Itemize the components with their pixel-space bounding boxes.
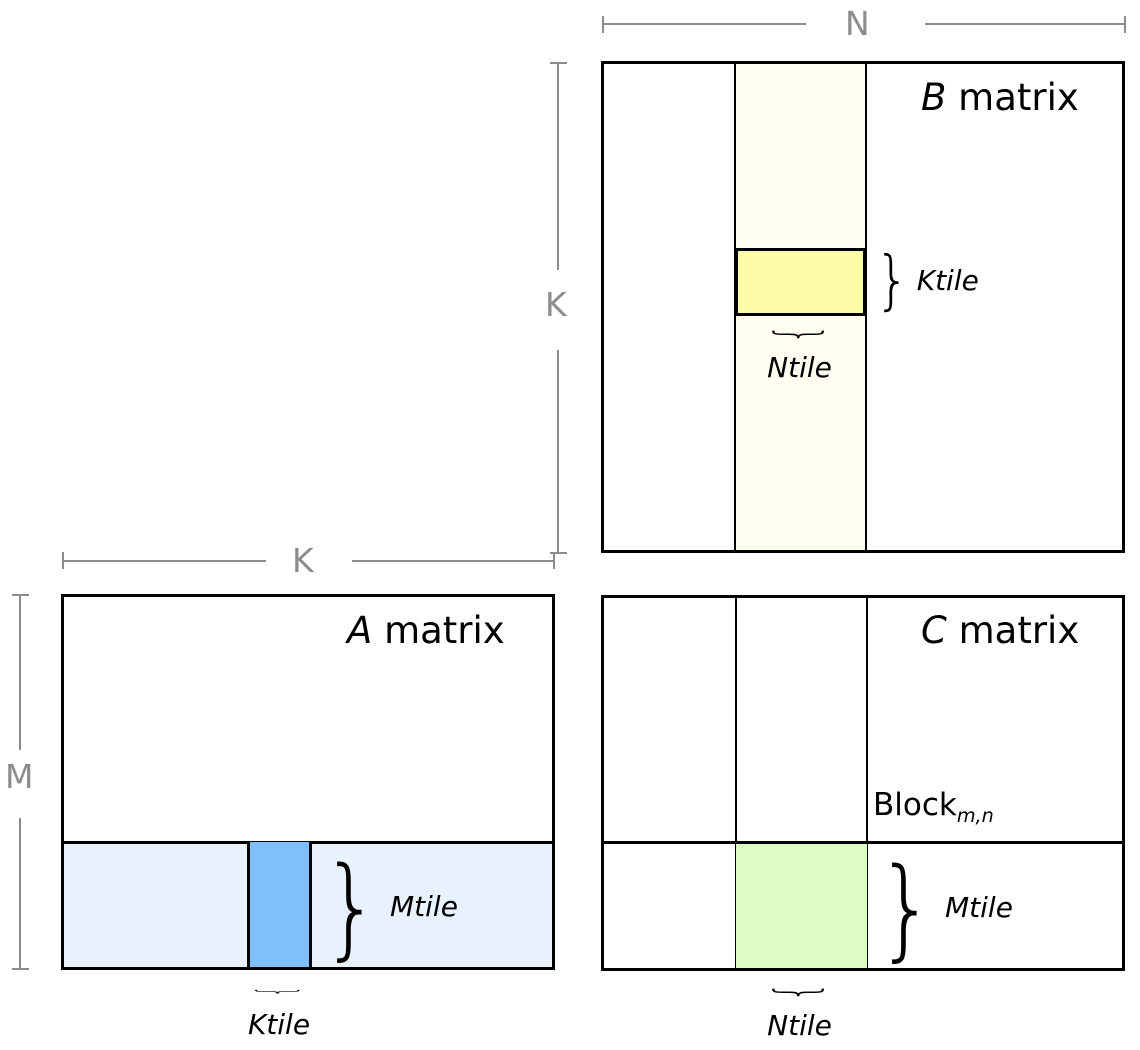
b-matrix-ktile-annotation: } Ktile: [872, 248, 979, 314]
n-dimension-line-left: [602, 23, 806, 25]
b-matrix-ktile-label: Ktile: [916, 264, 979, 297]
m-dimension-line-bottom: [19, 818, 21, 970]
c-matrix-name: C: [921, 609, 947, 652]
brace-icon: }: [876, 844, 936, 972]
k-horizontal-line-left: [62, 560, 266, 562]
c-matrix-box: [601, 595, 1125, 971]
c-matrix-block-label-base: Block: [873, 787, 957, 823]
c-matrix-row-divider: [604, 841, 1122, 844]
brace-icon: }: [875, 244, 910, 318]
b-matrix-label-suffix: matrix: [946, 76, 1079, 119]
a-matrix-name: A: [347, 609, 373, 652]
b-matrix-ntile-annotation: } Ntile: [733, 318, 866, 382]
k-horizontal-label: K: [292, 541, 314, 580]
k-vertical-line-top: [557, 62, 559, 270]
c-matrix-mtile-annotation: } Mtile: [871, 846, 1013, 970]
b-matrix-label: B matrix: [921, 79, 1079, 116]
b-matrix-name: B: [921, 76, 947, 119]
c-matrix-label: C matrix: [921, 612, 1079, 649]
b-matrix-box: [601, 61, 1125, 553]
a-matrix-box: [61, 594, 555, 970]
b-matrix-ntile-label: Ntile: [767, 351, 832, 384]
c-matrix-divider-right: [866, 598, 868, 968]
m-dimension-line-top: [19, 594, 21, 750]
c-matrix-ntile-annotation: } Ntile: [733, 976, 866, 1040]
c-matrix-divider-left: [735, 598, 737, 968]
c-matrix-mtile-label: Mtile: [945, 891, 1013, 924]
b-matrix-tile: [735, 248, 866, 316]
m-dimension-label: M: [5, 757, 34, 796]
n-dimension-cap-right: [1124, 16, 1126, 33]
m-dimension-cap-bottom: [12, 968, 29, 970]
c-matrix-block-label: Blockm,n: [873, 787, 994, 828]
c-matrix-tile: [736, 844, 867, 968]
a-matrix-mtile-label: Mtile: [390, 890, 458, 923]
brace-icon: }: [251, 987, 307, 997]
a-matrix-ktile-label: Ktile: [247, 1008, 311, 1041]
n-dimension-line-right: [925, 23, 1126, 25]
k-vertical-line-bottom: [557, 350, 559, 553]
a-matrix-mtile-annotation: } Mtile: [316, 845, 458, 969]
a-matrix-tile: [247, 842, 312, 967]
brace-icon: }: [321, 843, 381, 971]
k-vertical-label: K: [545, 285, 567, 324]
k-horizontal-cap-right: [553, 552, 555, 569]
c-matrix-label-suffix: matrix: [946, 609, 1080, 652]
brace-icon: }: [767, 983, 833, 1003]
c-matrix-block-label-sub: m,n: [956, 804, 994, 828]
a-matrix-ktile-annotation: } Ktile: [244, 975, 314, 1039]
brace-icon: }: [767, 325, 833, 345]
n-dimension-label: N: [845, 4, 870, 43]
a-matrix-label-suffix: matrix: [372, 609, 505, 652]
b-matrix-divider-right: [865, 64, 867, 550]
k-vertical-cap-bottom: [550, 552, 567, 554]
k-horizontal-line-right: [352, 560, 554, 562]
a-matrix-label: A matrix: [347, 612, 505, 649]
c-matrix-ntile-label: Ntile: [767, 1009, 832, 1042]
